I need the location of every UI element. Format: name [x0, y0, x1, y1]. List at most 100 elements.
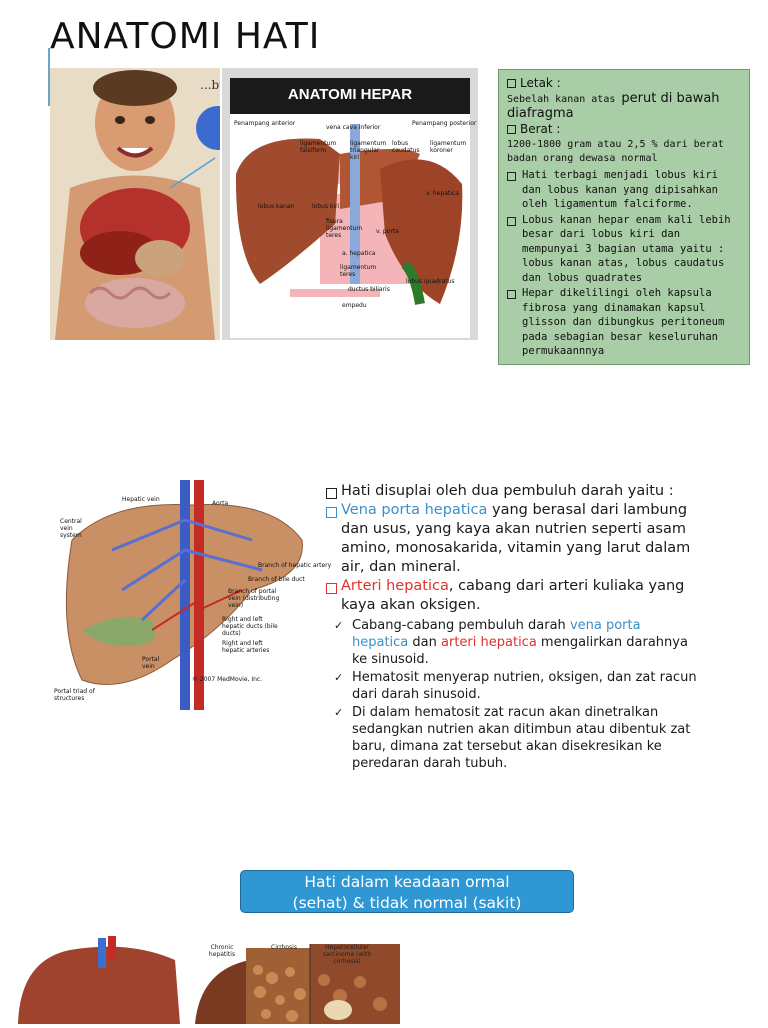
square-bullet-icon [326, 507, 337, 518]
note-item-text: Hati terbagi menjadi lobus kiri dan lobu… [522, 169, 718, 210]
square-bullet-icon [507, 124, 516, 134]
boy-anatomy-photo: ...but [50, 68, 220, 340]
check-item-text: Cabang-cabang pembuluh darah vena porta … [352, 617, 698, 668]
hepar-title-bar: ANATOMI HEPAR [230, 78, 470, 114]
label-ligamentum-triangular: ligamentum triangular kiri [350, 140, 387, 161]
square-bullet-icon [507, 172, 516, 181]
label-vena-cava: vena cava inferior [326, 124, 381, 131]
liver-condition-banner: Hati dalam keadaan ormal (sehat) & tidak… [240, 870, 574, 913]
vena-paragraph: Vena porta hepatica yang berasal dari la… [341, 501, 698, 577]
blood-supply-text: Hati disuplai oleh dua pembuluh darah ya… [326, 482, 698, 773]
note-item: Lobus kanan hepar enam kali lebih besar … [507, 213, 741, 286]
note-item: Hepar dikelilingi oleh kapsula fibrosa y… [507, 286, 741, 359]
anatomi-hepar-panel: ANATOMI HEPAR Penampang anterior vena ca… [222, 68, 478, 340]
boy-illustration [50, 68, 220, 340]
hepar-title: ANATOMI HEPAR [287, 86, 413, 103]
label-fisura: fisura ligamentum teres [326, 218, 363, 239]
note-item-text: Hepar dikelilingi oleh kapsula fibrosa y… [522, 287, 725, 357]
check1-c: mengalirkan darahnya ke sinusoid. [352, 635, 688, 667]
letak-heading: Letak : [520, 76, 561, 90]
square-bullet-icon [326, 583, 337, 594]
label-empedu: empedu [342, 302, 367, 309]
liver-condition-illustration [18, 936, 400, 1024]
label-chronic-hepatitis: Chronic hepatitis [208, 944, 236, 958]
label-lobus-quadratus: lobus quadratus [406, 278, 455, 285]
check-list: ✓ Cabang-cabang pembuluh darah vena port… [334, 617, 698, 772]
berat-line2: badan orang dewasa normal [507, 153, 658, 164]
vena-row: Vena porta hepatica yang berasal dari la… [326, 501, 698, 577]
check-item-text: Di dalam hematosit zat racun akan dinetr… [352, 705, 691, 771]
hepar-illustration [235, 124, 463, 305]
label-hepatic-vein: Hepatic vein [122, 496, 160, 503]
check1-a: Cabang-cabang pembuluh darah [352, 618, 570, 633]
liver-vascular-illustration [65, 480, 303, 710]
letak-text: Sebelah kanan atas perut di bawah [507, 92, 741, 106]
label-ligamentum-koroner: ligamentum koroner [430, 140, 467, 154]
label-branch-portal-vein: Branch of portal vein (distributing vein… [228, 588, 280, 609]
arteri-row: Arteri hepatica, cabang dari arteri kuli… [326, 577, 698, 615]
banner-line1: Hati dalam keadaan ormal [304, 873, 510, 891]
label-lobus-caudatus: lobus caudatus [392, 140, 420, 154]
check-item: ✓ Di dalam hematosit zat racun akan dine… [334, 704, 698, 772]
check-item-text: Hematosit menyerap nutrien, oksigen, dan… [352, 670, 697, 702]
liver-condition-images: Chronic hepatitis Cirrhosis Hepatocellul… [10, 930, 410, 1024]
label-lobus-kanan: lobus kanan [258, 203, 295, 210]
label-penampang-posterior: Penampang posterior [412, 120, 477, 127]
square-bullet-icon [326, 488, 337, 499]
arteri-desc: , cabang dari arteri kuliaka yang kaya a… [341, 578, 685, 613]
label-portal-vein: Portal vein [142, 656, 160, 670]
label-v-porta: v. porta [376, 228, 399, 235]
label-hcc: Hepatocellular carcinoma (with cirrhosis… [322, 944, 372, 965]
berat-line1: 1200-1800 gram atau 2,5 % dari berat [507, 139, 724, 150]
check1-vena: vena porta hepatica [352, 618, 641, 650]
hepar-diagram: ANATOMI HEPAR Penampang anterior vena ca… [230, 78, 476, 338]
letak-line2-text: diafragma [507, 106, 574, 121]
liver-vascular-diagram: Hepatic vein Aorta Central vein system B… [52, 480, 331, 710]
check1-arteri: arteri hepatica [441, 635, 537, 650]
label-aorta: Aorta [212, 500, 229, 507]
note-item-text: Lobus kanan hepar enam kali lebih besar … [522, 213, 731, 284]
notes-box: Letak : Sebelah kanan atas perut di bawa… [498, 69, 750, 365]
label-portal-triad: Portal triad of structures [54, 688, 95, 702]
label-central-vein-system: Central vein system [60, 518, 82, 539]
label-ductus-biliaris: ductus biliaris [348, 286, 390, 293]
vena-name: Vena porta hepatica [341, 502, 488, 518]
label-branch-bile-duct: Branch of bile duct [248, 576, 305, 583]
page-title: ANATOMI HATI [50, 16, 321, 57]
banner-line2: (sehat) & tidak normal (sakit) [292, 894, 522, 912]
arteri-paragraph: Arteri hepatica, cabang dari arteri kuli… [341, 577, 698, 615]
title-rule [48, 48, 50, 106]
label-cirrhosis: Cirrhosis [271, 944, 297, 951]
letak-rest: perut di bawah [621, 91, 720, 106]
note-item: Hati terbagi menjadi lobus kiri dan lobu… [507, 168, 741, 212]
label-a-hepatica: a. hepatica [342, 250, 376, 257]
letak-heading-row: Letak : [507, 76, 741, 90]
label-hepatic-ducts: Right and left hepatic ducts (bile ducts… [222, 616, 278, 637]
check-icon: ✓ [334, 671, 344, 684]
copyright-label: © 2007 MedMovie, Inc. [192, 676, 263, 683]
arteri-name: Arteri hepatica [341, 578, 449, 594]
intro-row: Hati disuplai oleh dua pembuluh darah ya… [326, 482, 698, 501]
letak-line2: diafragma [507, 107, 741, 121]
square-bullet-icon [507, 290, 516, 299]
square-bullet-icon [507, 216, 516, 226]
photo-caption: ...but [200, 78, 220, 92]
check-item: ✓ Cabang-cabang pembuluh darah vena port… [334, 617, 698, 668]
vena-desc: yang berasal dari lambung dan usus, yang… [341, 502, 691, 575]
label-ligamentum-teres: ligamentum teres [340, 264, 377, 278]
label-v-hepatica: v. hepatica [426, 190, 459, 197]
label-ligamentum-falsiform: ligamentum falsiform [300, 140, 337, 154]
label-hepatic-arteries: Right and left hepatic arteries [222, 640, 270, 654]
check-icon: ✓ [334, 706, 344, 719]
letak-prefix: Sebelah kanan atas [507, 94, 616, 105]
label-lobus-kiri: lobus kiri [312, 203, 340, 210]
check1-b: dan [408, 635, 442, 650]
label-branch-hepatic-artery: Branch of hepatic artery [258, 562, 332, 569]
check-item: ✓ Hematosit menyerap nutrien, oksigen, d… [334, 669, 698, 703]
square-bullet-icon [507, 78, 516, 88]
intro-text: Hati disuplai oleh dua pembuluh darah ya… [341, 483, 674, 499]
berat-heading: Berat : [520, 122, 561, 136]
berat-heading-row: Berat : [507, 122, 741, 136]
label-penampang-anterior: Penampang anterior [234, 120, 296, 127]
check-icon: ✓ [334, 619, 344, 632]
